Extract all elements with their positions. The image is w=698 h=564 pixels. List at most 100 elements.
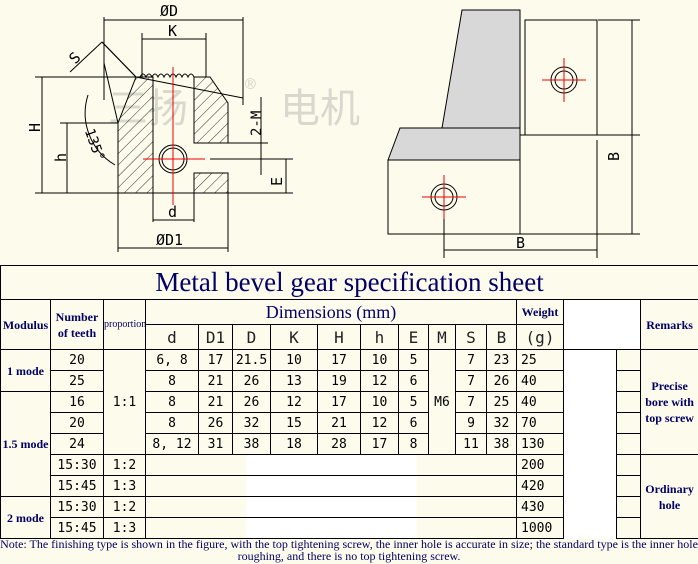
- dim-D1-cell: 31: [198, 433, 233, 455]
- label-E: E: [268, 177, 286, 186]
- dim-B-cell: 23: [486, 349, 517, 371]
- blank-cell: [616, 433, 641, 455]
- dim-K-cell: 18: [270, 433, 318, 455]
- header-dimensions: Dimensions (mm): [145, 299, 517, 325]
- dim-S-cell: 7: [455, 370, 487, 392]
- svg-text:®: ®: [245, 74, 256, 95]
- weight-cell: 25: [516, 349, 564, 371]
- gear-technical-drawing: 三扬 ® 电机: [26, 2, 640, 258]
- remarks-ordinary: Ordinary hole: [639, 454, 698, 539]
- dim-D: D: [232, 324, 271, 350]
- dim-B-cell: 26: [486, 370, 517, 392]
- dim-H-cell: 19: [317, 370, 361, 392]
- blank-cell: [563, 475, 617, 497]
- proportion-cell: 1:1: [103, 349, 146, 455]
- teeth-cell: 16: [50, 391, 104, 413]
- header-proportion: proportion: [103, 299, 146, 350]
- dim-d-cell: 8: [145, 412, 199, 434]
- teeth-cell: 20: [50, 349, 104, 371]
- dim-S-cell: 7: [455, 391, 487, 413]
- dim-d: d: [145, 324, 199, 350]
- teeth-cell: 15:30: [50, 454, 104, 476]
- weight-cell: 1000: [516, 517, 564, 539]
- dim-K: K: [270, 324, 318, 350]
- label-H: H: [26, 123, 44, 132]
- weight-cell: 200: [516, 454, 564, 476]
- blank-cell: [616, 454, 641, 476]
- label-M: 2-M: [249, 111, 265, 136]
- dim-B-cell: 38: [486, 433, 517, 455]
- dim-H-cell: 21: [317, 412, 361, 434]
- label-D1: ØD1: [156, 231, 183, 249]
- teeth-cell: 25: [50, 370, 104, 392]
- dim-S-cell: 9: [455, 412, 487, 434]
- dim-h-cell: 10: [360, 391, 399, 413]
- weight-cell: 70: [516, 412, 564, 434]
- proportion-cell: 1:2: [103, 454, 146, 476]
- blank-cell: [563, 349, 617, 371]
- blank-cell: [616, 496, 641, 518]
- dim-E-cell: 6: [398, 370, 429, 392]
- blank-cell: [616, 412, 641, 434]
- dim-D1-cell: 21: [198, 370, 233, 392]
- weight-cell: 40: [516, 391, 564, 413]
- empty-dimensions: [145, 496, 517, 518]
- blank-cell: [563, 454, 617, 476]
- label-B-horizontal: B: [516, 234, 525, 252]
- weight-cell: 430: [516, 496, 564, 518]
- weight-unit: (g): [516, 324, 564, 350]
- teeth-cell: 20: [50, 412, 104, 434]
- proportion-cell: 1:2: [103, 496, 146, 518]
- label-D: ØD: [160, 2, 178, 20]
- label-B-vertical: B: [605, 152, 623, 161]
- dim-D1: D1: [198, 324, 233, 350]
- blank-cell: [563, 517, 617, 539]
- dim-H-cell: 17: [317, 391, 361, 413]
- blank-cell: [563, 391, 617, 413]
- dim-H-cell: 17: [317, 349, 361, 371]
- table-title: Metal bevel gear specification sheet: [0, 265, 698, 300]
- blank-cell: [616, 391, 641, 413]
- header-weight: Weight: [516, 299, 564, 325]
- proportion-cell: 1:3: [103, 475, 146, 497]
- dim-B-cell: 25: [486, 391, 517, 413]
- blank-cell: [563, 433, 617, 455]
- blank-cell: [616, 370, 641, 392]
- dim-D-cell: 21.5: [232, 349, 271, 371]
- dim-E-cell: 8: [398, 433, 429, 455]
- dim-d-cell: 8, 12: [145, 433, 199, 455]
- dim-S-cell: 11: [455, 433, 487, 455]
- footnote: Note: The finishing type is shown in the…: [0, 537, 698, 563]
- dim-S: S: [455, 324, 487, 350]
- label-K: K: [168, 22, 177, 40]
- dim-K-cell: 13: [270, 370, 318, 392]
- blank-cell: [616, 517, 641, 539]
- dim-D-cell: 38: [232, 433, 271, 455]
- dim-E-cell: 5: [398, 391, 429, 413]
- dim-D-cell: 32: [232, 412, 271, 434]
- dim-S-cell: 7: [455, 349, 487, 371]
- proportion-cell: 1:3: [103, 517, 146, 539]
- dim-H: H: [317, 324, 361, 350]
- header-teeth: Number of teeth: [50, 299, 104, 350]
- blank-header: [563, 299, 641, 350]
- dim-d-cell: 6, 8: [145, 349, 199, 371]
- dim-H-cell: 28: [317, 433, 361, 455]
- weight-cell: 420: [516, 475, 564, 497]
- dim-M: M: [428, 324, 456, 350]
- blank-cell: [563, 412, 617, 434]
- blank-cell: [616, 475, 641, 497]
- empty-dimensions: [145, 475, 517, 497]
- empty-dimensions: [145, 517, 517, 539]
- header-modulus: Modulus: [0, 299, 51, 350]
- label-angle: 135°: [81, 126, 108, 163]
- dim-K-cell: 12: [270, 391, 318, 413]
- label-h: h: [52, 153, 70, 162]
